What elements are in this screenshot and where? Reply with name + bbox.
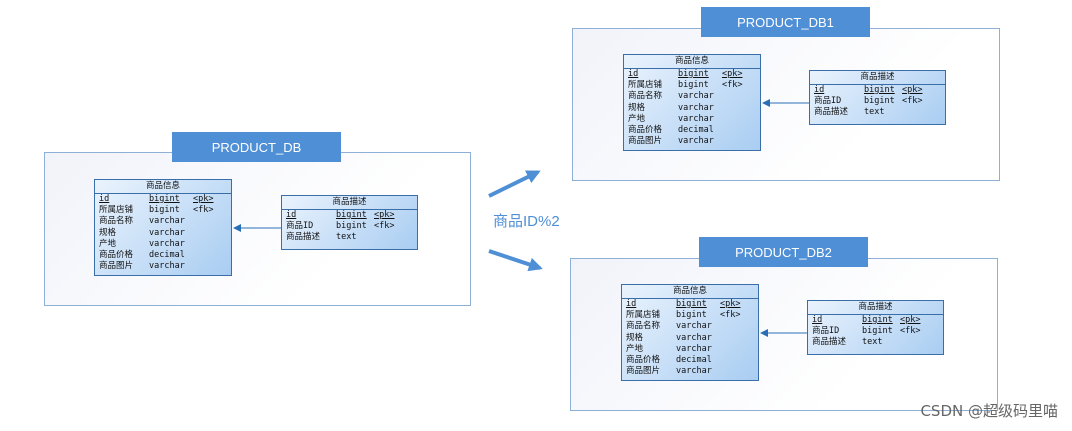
watermark: CSDN @超级码里喵: [920, 402, 1058, 420]
product-db2-label: PRODUCT_DB2: [699, 237, 868, 267]
product-db-label: PRODUCT_DB: [172, 132, 341, 162]
info-table-title: 商品信息: [622, 285, 758, 299]
desc-table-title: 商品描述: [810, 71, 945, 85]
split-arrow-to-db1: [488, 170, 541, 198]
info-table-title: 商品信息: [624, 55, 760, 69]
sharding-rule-label: 商品ID%2: [493, 213, 560, 230]
desc-table-title: 商品描述: [808, 301, 943, 315]
info-table-title: 商品信息: [95, 180, 231, 194]
split-arrow-to-db2: [488, 249, 543, 272]
desc-table-title: 商品描述: [282, 196, 417, 210]
product-db1-label: PRODUCT_DB1: [701, 7, 870, 37]
